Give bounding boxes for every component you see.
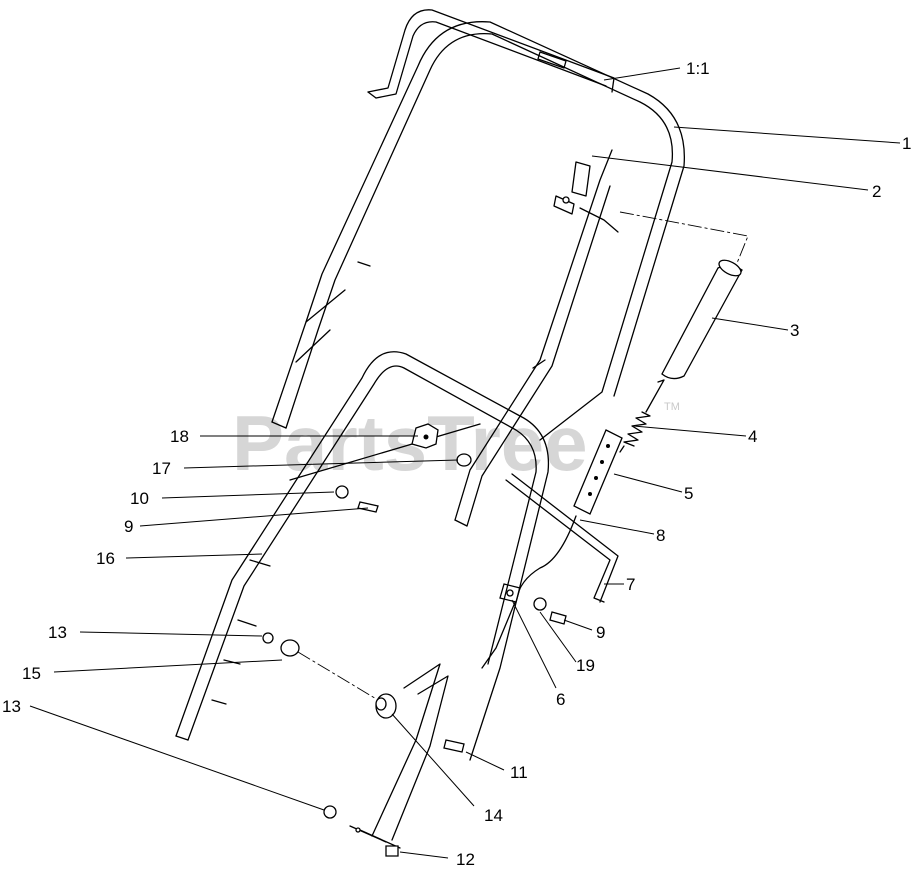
callout-labels: 1:1 1 2 3 4 5 8 7 9 19 6 18 17 10 9 16 1… (2, 59, 911, 869)
callout-1: 1 (902, 134, 911, 153)
part-handle-grip (367, 9, 615, 99)
watermark-trademark: TM (664, 401, 680, 413)
callout-19: 19 (576, 656, 595, 675)
part-bail-rod-edge (511, 473, 619, 603)
part-nut-13-lower (323, 805, 337, 819)
callout-18: 18 (170, 427, 189, 446)
part-spacer (375, 693, 397, 719)
watermark-text: PartsTree (232, 399, 588, 487)
callout-15: 15 (22, 664, 41, 683)
part-bolt-right (549, 611, 567, 625)
part-cable-bracket (553, 161, 619, 233)
assembly-line-grip (619, 211, 749, 269)
part-washer-right (533, 597, 547, 611)
callout-10: 10 (130, 489, 149, 508)
part-spring (619, 379, 665, 453)
callout-13-upper: 13 (48, 623, 67, 642)
callout-14: 14 (484, 806, 503, 825)
callout-6: 6 (556, 690, 565, 709)
part-adjuster-plate (573, 429, 623, 515)
callout-11: 11 (510, 763, 528, 782)
part-bolt-11 (443, 739, 465, 753)
callout-16: 16 (96, 549, 115, 568)
part-bail-rod (505, 479, 611, 603)
assembly-line-spacer (297, 651, 379, 701)
callout-5: 5 (684, 484, 693, 503)
part-lower-handle (175, 351, 550, 761)
callout-2: 2 (872, 182, 881, 201)
callout-17: 17 (152, 459, 171, 478)
callout-4: 4 (748, 427, 757, 446)
callout-8: 8 (656, 526, 665, 545)
part-nut-13-upper (262, 632, 274, 644)
callout-13-lower: 13 (2, 697, 21, 716)
part-lower-tube (349, 663, 449, 849)
leader-lines (29, 67, 901, 859)
part-foam-grip (661, 259, 743, 380)
part-upper-handle (271, 21, 686, 527)
callout-7: 7 (626, 575, 635, 594)
callout-3: 3 (790, 321, 799, 340)
callout-9-left: 9 (124, 517, 133, 536)
part-cable (481, 515, 577, 669)
part-washer-10 (335, 485, 349, 499)
part-nut-17 (456, 453, 472, 467)
part-knob (411, 423, 439, 449)
part-bolt-left (357, 501, 379, 513)
part-bolt-12 (385, 845, 399, 857)
part-washer-15 (280, 639, 300, 657)
callout-12: 12 (456, 850, 475, 869)
callout-1-1: 1:1 (686, 59, 710, 78)
callout-9-right: 9 (596, 623, 605, 642)
